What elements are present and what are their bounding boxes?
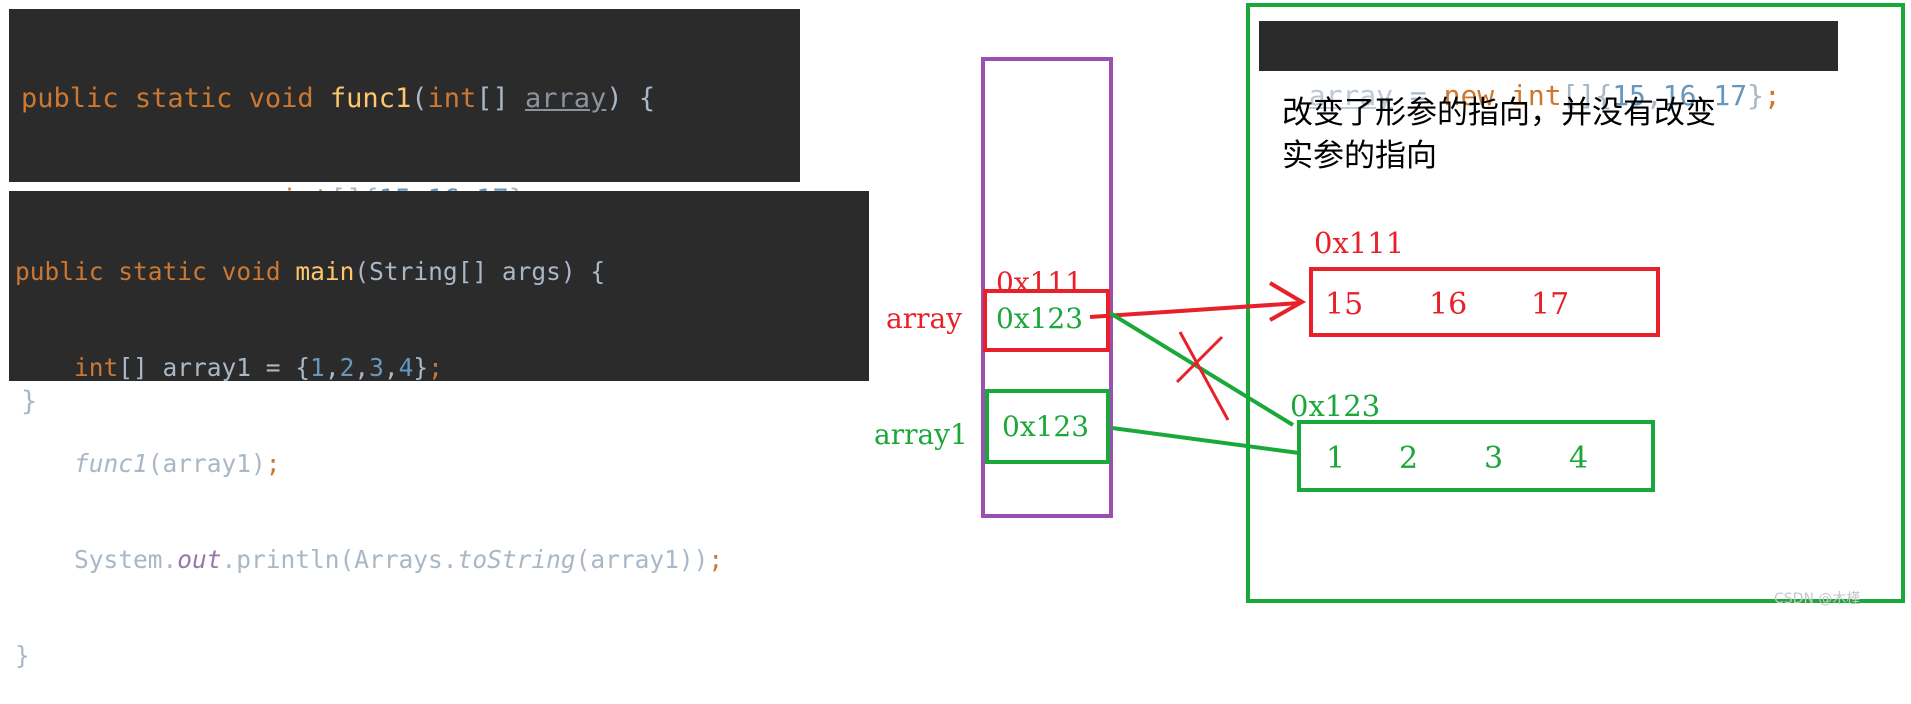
heap-green-value: 2 [1399,441,1419,476]
code-line: } [15,641,30,670]
note-line-1: 改变了形参的指向，并没有改变 [1282,95,1716,131]
code-line: int[] array1 = {1,2,3,4}; [74,353,443,382]
code-line: func1(array1); [74,449,281,478]
code-line: public static void func1(int[] array) { [21,83,656,114]
cross-mark-stroke [1175,335,1224,384]
array-old-address: 0x111 [996,266,1084,299]
watermark: CSDN @木槿 [1774,591,1861,607]
code-reassign: array = new int[]{15,16,17}; [1259,21,1838,112]
code-line: } [21,386,38,417]
code-line: public static void main(String[] args) { [15,257,606,286]
array1-address: 0x123 [1002,410,1090,443]
code-main: public static void main(String[] args) {… [9,191,869,670]
heap-green-value: 3 [1484,441,1504,476]
heap-red-value: 16 [1429,287,1468,322]
array-slot [983,289,1110,352]
array1-slot [985,389,1110,464]
heap-green-address: 0x123 [1290,389,1381,423]
code-line: System.out.println(Arrays.toString(array… [74,545,724,574]
heap-red-address: 0x111 [1314,226,1405,260]
array-new-address: 0x123 [996,302,1084,335]
code-func1: public static void func1(int[] array) { … [9,9,800,417]
cross-mark-stroke [1178,331,1230,421]
heap-green-value: 1 [1326,441,1346,476]
array-label: array [886,302,962,335]
heap-green-array [1297,420,1655,492]
stack-frame [981,57,1113,518]
heap-red-value: 15 [1325,287,1364,322]
heap-green-value: 4 [1569,441,1589,476]
heap-red-array [1309,267,1660,337]
heap-red-value: 17 [1531,287,1570,322]
note-line-2: 实参的指向 [1282,138,1437,174]
array1-label: array1 [874,418,968,451]
